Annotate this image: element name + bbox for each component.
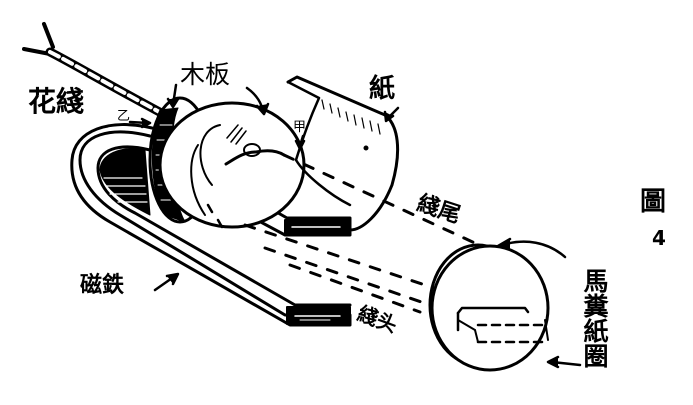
magnet-icon (70, 123, 352, 327)
label-magnet: 磁鉄 (80, 273, 125, 298)
label-wooden-board: 木板 (180, 60, 231, 89)
label-point-b: 乙 (117, 109, 131, 124)
figure-number: 4 (652, 226, 666, 250)
paper-roll-icon (428, 243, 550, 372)
figure-title: 圖 (640, 187, 667, 217)
label-point-a: 甲 (293, 120, 307, 135)
label-paper: 紙 (369, 74, 396, 104)
wooden-board-icon (148, 96, 306, 229)
twine-icon (22, 22, 170, 120)
pointer-arrows (128, 83, 582, 369)
label-twine: 花綫 (28, 85, 85, 118)
thread-dashed-lines (243, 153, 492, 314)
label-paper-roll: 馬糞紙圈 (580, 268, 609, 368)
